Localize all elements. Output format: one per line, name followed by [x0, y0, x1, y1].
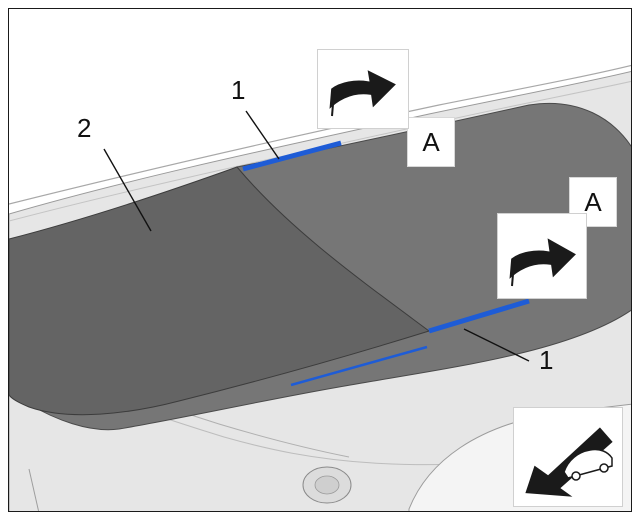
vehicle-front-arrow-icon-svg [522, 424, 616, 500]
direction-arrow-icon-right [497, 213, 587, 299]
roof-edge-line-2 [9, 80, 631, 222]
direction-arrow-icon [326, 65, 401, 117]
mirror-detail-inner [314, 475, 340, 495]
protective-film [9, 166, 431, 416]
marker-tape-bottom-right [428, 298, 530, 334]
direction-arrow-icon [506, 233, 581, 287]
vehicle-front-arrow-icon [513, 407, 623, 507]
marker-tape-bottom-left [290, 345, 428, 387]
direction-arrow-icon-top [317, 49, 409, 129]
diagram-frame: 2 1 1 A A [8, 8, 632, 512]
marker-tape-top [242, 140, 342, 172]
callout-item-2: 2 [77, 113, 92, 143]
roof-illustration [9, 64, 631, 511]
leader-line-2 [103, 148, 152, 232]
leader-line-1-top [245, 110, 280, 160]
view-label-a-top: A [407, 117, 455, 167]
leader-line-1-bottom [463, 328, 530, 362]
callout-item-1-bottom: 1 [539, 345, 554, 375]
car-silhouette [563, 448, 613, 479]
door-edge-line [28, 468, 40, 511]
callout-item-1-top: 1 [231, 75, 246, 105]
